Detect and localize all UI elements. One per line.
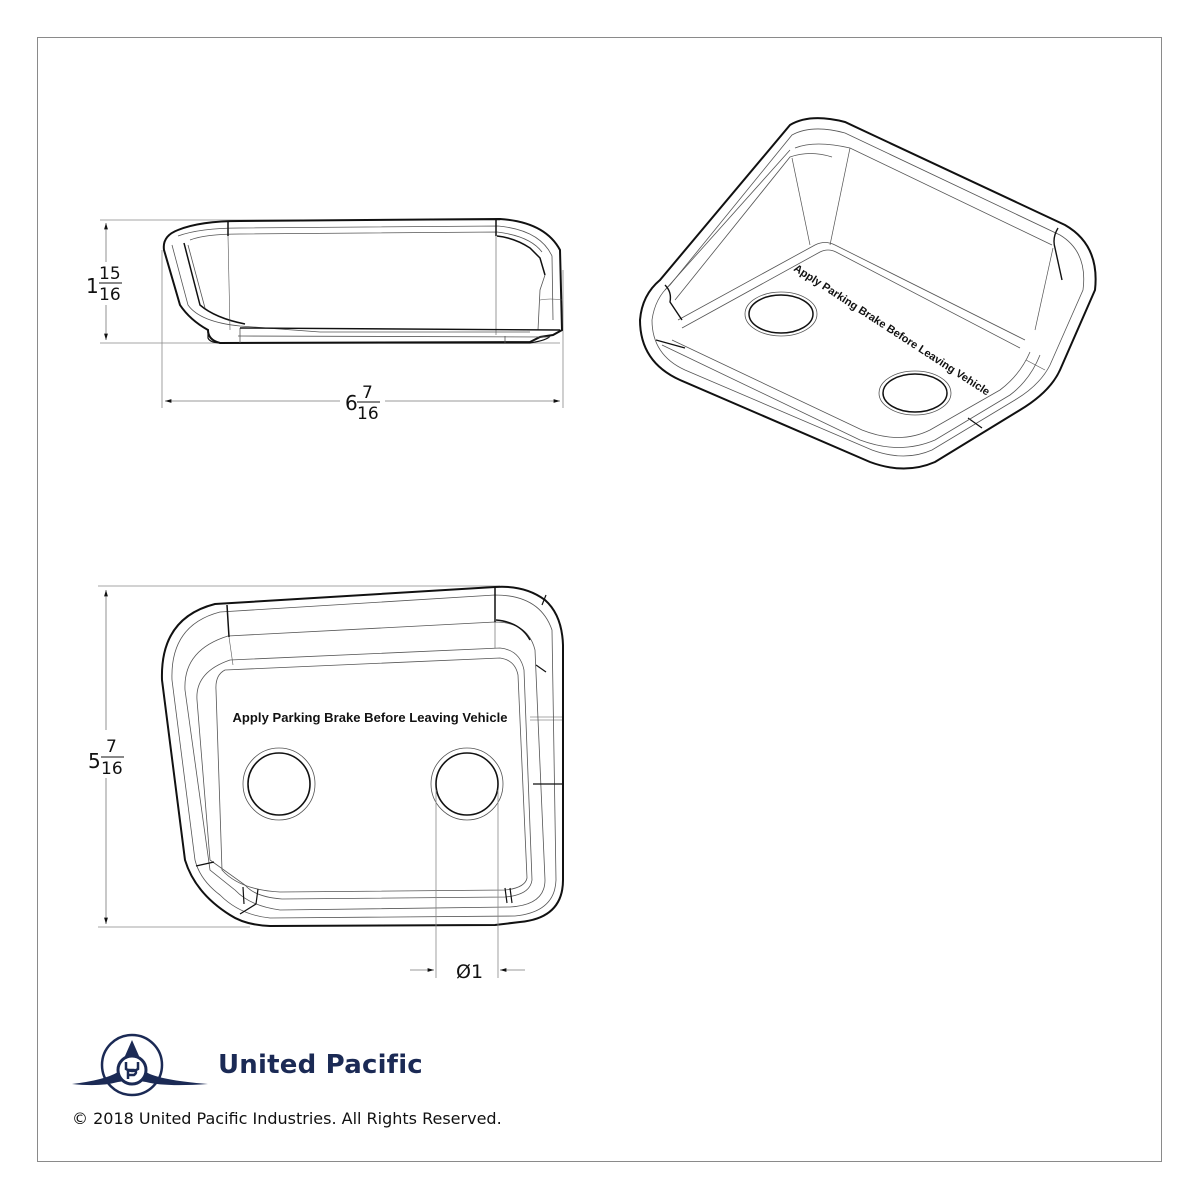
svg-text:16: 16 bbox=[357, 404, 379, 424]
side-height-dimension: 1 15 16 bbox=[86, 264, 122, 305]
hole-diameter-dimension: Ø1 bbox=[456, 961, 483, 983]
side-width-dimension: 6 7 16 bbox=[345, 383, 380, 424]
brand-logo: United Pacific bbox=[70, 1032, 423, 1098]
isometric-view: Apply Parking Brake Before Leaving Vehic… bbox=[638, 117, 1097, 470]
united-pacific-logo-icon bbox=[72, 1033, 208, 1097]
svg-text:15: 15 bbox=[99, 264, 121, 284]
svg-text:7: 7 bbox=[362, 383, 373, 403]
svg-text:6: 6 bbox=[345, 391, 358, 415]
svg-text:16: 16 bbox=[99, 285, 121, 305]
copyright-text: © 2018 United Pacific Industries. All Ri… bbox=[72, 1109, 502, 1128]
iso-label-text: Apply Parking Brake Before Leaving Vehic… bbox=[791, 262, 991, 398]
top-height-dimension: 5 7 16 bbox=[88, 737, 124, 779]
svg-text:1: 1 bbox=[86, 274, 99, 298]
top-view: Apply Parking Brake Before Leaving Vehic… bbox=[98, 585, 564, 978]
svg-text:5: 5 bbox=[88, 749, 101, 773]
brand-name: United Pacific bbox=[218, 1050, 423, 1080]
side-view bbox=[100, 217, 564, 408]
top-label-text: Apply Parking Brake Before Leaving Vehic… bbox=[233, 710, 508, 725]
svg-text:16: 16 bbox=[101, 759, 123, 779]
drawing-frame bbox=[37, 37, 1162, 1162]
svg-text:7: 7 bbox=[106, 737, 117, 757]
